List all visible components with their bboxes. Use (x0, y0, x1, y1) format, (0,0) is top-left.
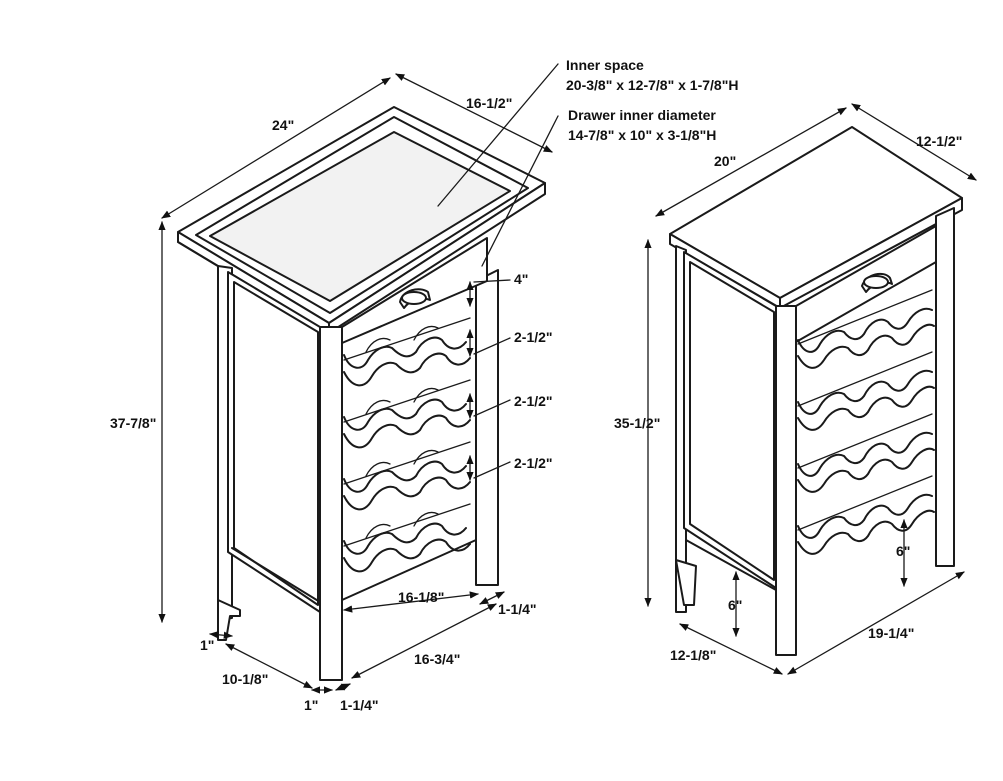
left-leg-bottom-left-label: 1" (304, 697, 318, 713)
left-cabinet (177, 106, 546, 681)
left-top-width-label: 16-1/2" (466, 95, 512, 111)
left-top-depth-label: 24" (272, 117, 294, 133)
right-drawer-pull-icon (861, 272, 893, 293)
inner-space-title: Inner space (566, 57, 644, 73)
dimension-lines (158, 63, 977, 694)
right-wine-rack (797, 289, 935, 555)
left-leg-bottom-right-label: 1-1/4" (340, 697, 379, 713)
right-side-depth-label: 12-1/8" (670, 647, 716, 663)
right-leg-height-right-label: 6" (896, 543, 910, 559)
left-shelf-gap-2-label: 2-1/2" (514, 393, 553, 409)
left-shelf-gap-3-label: 2-1/2" (514, 455, 553, 471)
left-drawer-gap-label: 4" (514, 271, 528, 287)
left-front-width-label: 16-3/4" (414, 651, 460, 667)
drawer-inner-dims: 14-7/8" x 10" x 3-1/8"H (568, 127, 716, 143)
left-inner-width-label: 16-1/8" (398, 589, 444, 605)
right-cabinet (669, 126, 963, 656)
inner-space-dims: 20-3/8" x 12-7/8" x 1-7/8"H (566, 77, 738, 93)
left-height-label: 37-7/8" (110, 415, 156, 431)
right-top-width-label: 12-1/2" (916, 133, 962, 149)
right-front-width-label: 19-1/4" (868, 625, 914, 641)
left-leg-front-label: 1-1/4" (498, 601, 537, 617)
left-wine-rack (343, 317, 471, 573)
left-drawer-pull-icon (399, 288, 431, 309)
dimension-labels: Inner space 20-3/8" x 12-7/8" x 1-7/8"H … (110, 57, 962, 713)
left-leg-left-label: 1" (200, 637, 214, 653)
drawer-inner-title: Drawer inner diameter (568, 107, 716, 123)
left-shelf-gap-1-label: 2-1/2" (514, 329, 553, 345)
right-top-depth-label: 20" (714, 153, 736, 169)
right-leg-height-left-label: 6" (728, 597, 742, 613)
left-side-depth-label: 10-1/8" (222, 671, 268, 687)
right-side-panel (675, 245, 777, 613)
left-side-panel (217, 265, 321, 621)
right-height-label: 35-1/2" (614, 415, 660, 431)
